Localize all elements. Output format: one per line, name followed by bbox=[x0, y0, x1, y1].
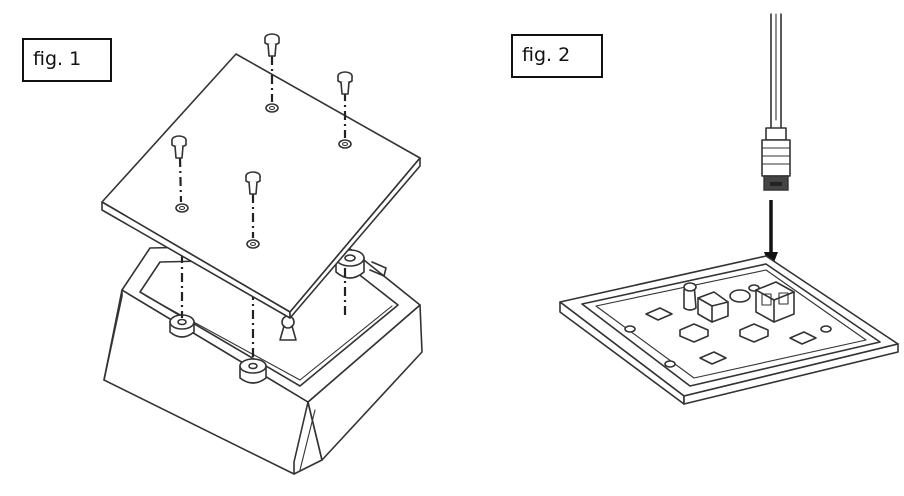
screw-2 bbox=[337, 71, 353, 95]
wall-plate bbox=[559, 255, 899, 405]
lid-screw-holes bbox=[175, 103, 352, 249]
network-cable bbox=[761, 13, 791, 191]
fig-1-label: fig. 1 bbox=[22, 38, 112, 82]
screw-1 bbox=[264, 33, 280, 57]
lid-plate bbox=[101, 53, 421, 319]
boss-left bbox=[169, 314, 195, 338]
enclosure-box bbox=[103, 243, 423, 475]
fig-2-label: fig. 2 bbox=[511, 34, 603, 78]
screw-4 bbox=[245, 171, 261, 195]
screw-3 bbox=[171, 135, 187, 159]
boss-center bbox=[239, 358, 267, 384]
